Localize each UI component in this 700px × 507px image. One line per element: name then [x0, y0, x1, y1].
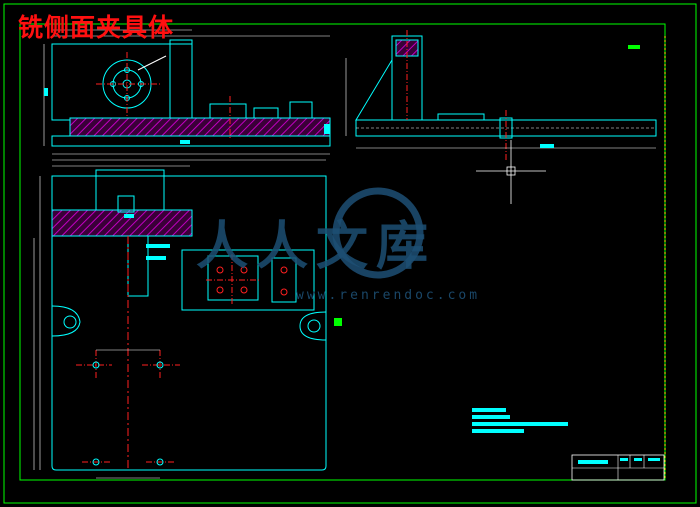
drawing-title: 铣侧面夹具体: [18, 13, 175, 42]
technical-requirements-block: [472, 408, 568, 433]
front-view: [43, 29, 331, 155]
outer-border: [3, 3, 697, 504]
title-block: [571, 454, 665, 481]
side-view: [345, 30, 657, 160]
cad-crosshair-cursor[interactable]: [476, 140, 546, 204]
watermark-url: www.renrendoc.com: [296, 288, 481, 303]
watermark-text: 人人文库: [196, 217, 437, 277]
watermark-logo-icon: [332, 187, 424, 279]
top-view: [33, 159, 342, 479]
